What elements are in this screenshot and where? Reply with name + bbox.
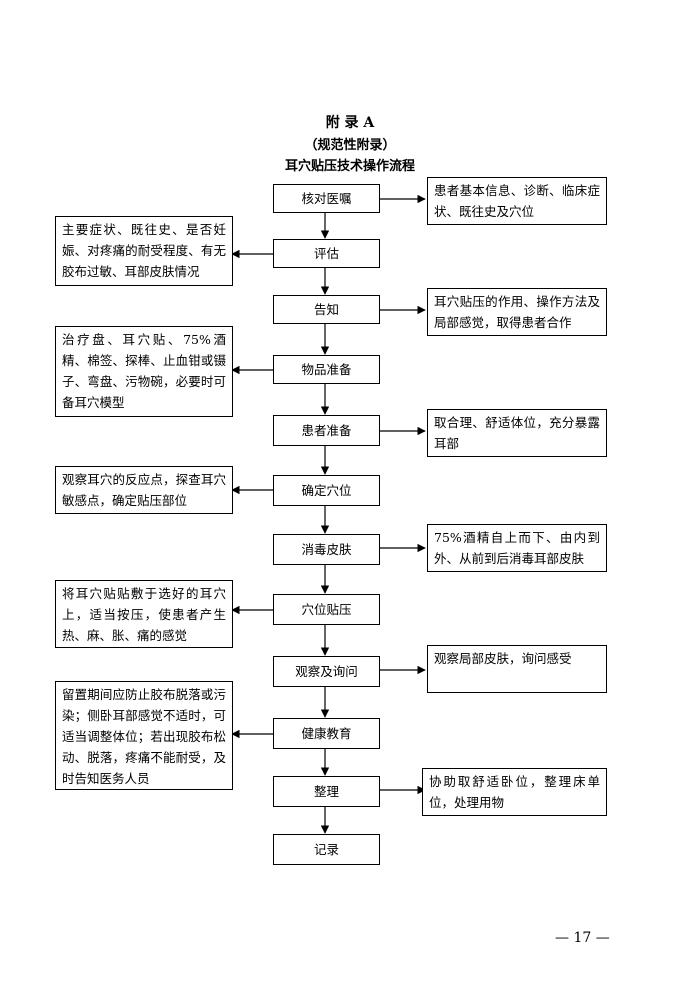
step-record: 记录: [273, 834, 380, 865]
step-supplies: 物品准备: [273, 355, 380, 384]
page-number: — 17 —: [555, 930, 610, 946]
step-assessment: 评估: [273, 239, 380, 268]
note-inform: 耳穴贴压的作用、操作方法及局部感觉，取得患者合作: [427, 288, 607, 336]
note-assessment: 主要症状、既往史、是否妊娠、对疼痛的耐受程度、有无胶布过敏、耳部皮肤情况: [55, 216, 233, 286]
step-observe: 观察及询问: [273, 656, 380, 687]
step-patient-prep: 患者准备: [273, 415, 380, 446]
flowchart-title: 耳穴贴压技术操作流程: [284, 159, 415, 174]
note-disinfect: 75%酒精自上而下、由内到外、从前到后消毒耳部皮肤: [427, 524, 607, 572]
appendix-type: （规范性附录）: [304, 138, 396, 153]
note-tidy: 协助取舒适卧位，整理床单位，处理用物: [422, 768, 607, 816]
step-inform: 告知: [273, 295, 380, 324]
step-disinfect: 消毒皮肤: [273, 534, 380, 565]
step-check-order: 核对医嘱: [273, 184, 380, 213]
note-observe: 观察局部皮肤，询问感受: [427, 645, 607, 693]
note-supplies: 治疗盘、耳穴贴、75%酒精、棉签、探棒、止血钳或镊子、弯盘、污物碗，必要时可备耳…: [55, 326, 233, 417]
note-patient-prep: 取合理、舒适体位，充分暴露耳部: [427, 409, 607, 457]
step-tidy: 整理: [273, 776, 380, 807]
step-locate-points: 确定穴位: [273, 475, 380, 506]
note-check-order: 患者基本信息、诊断、临床症状、既往史及穴位: [427, 177, 607, 225]
note-locate-points: 观察耳穴的反应点，探查耳穴敏感点，确定贴压部位: [55, 466, 233, 514]
appendix-heading: 附 录 A: [325, 115, 375, 131]
step-apply: 穴位贴压: [273, 594, 380, 625]
note-education: 留置期间应防止胶布脱落或污染；侧卧耳部感觉不适时，可适当调整体位；若出现胶布松动…: [55, 681, 233, 790]
step-education: 健康教育: [273, 718, 380, 749]
note-apply: 将耳穴贴贴敷于选好的耳穴上，适当按压，使患者产生热、麻、胀、痛的感觉: [55, 580, 233, 648]
